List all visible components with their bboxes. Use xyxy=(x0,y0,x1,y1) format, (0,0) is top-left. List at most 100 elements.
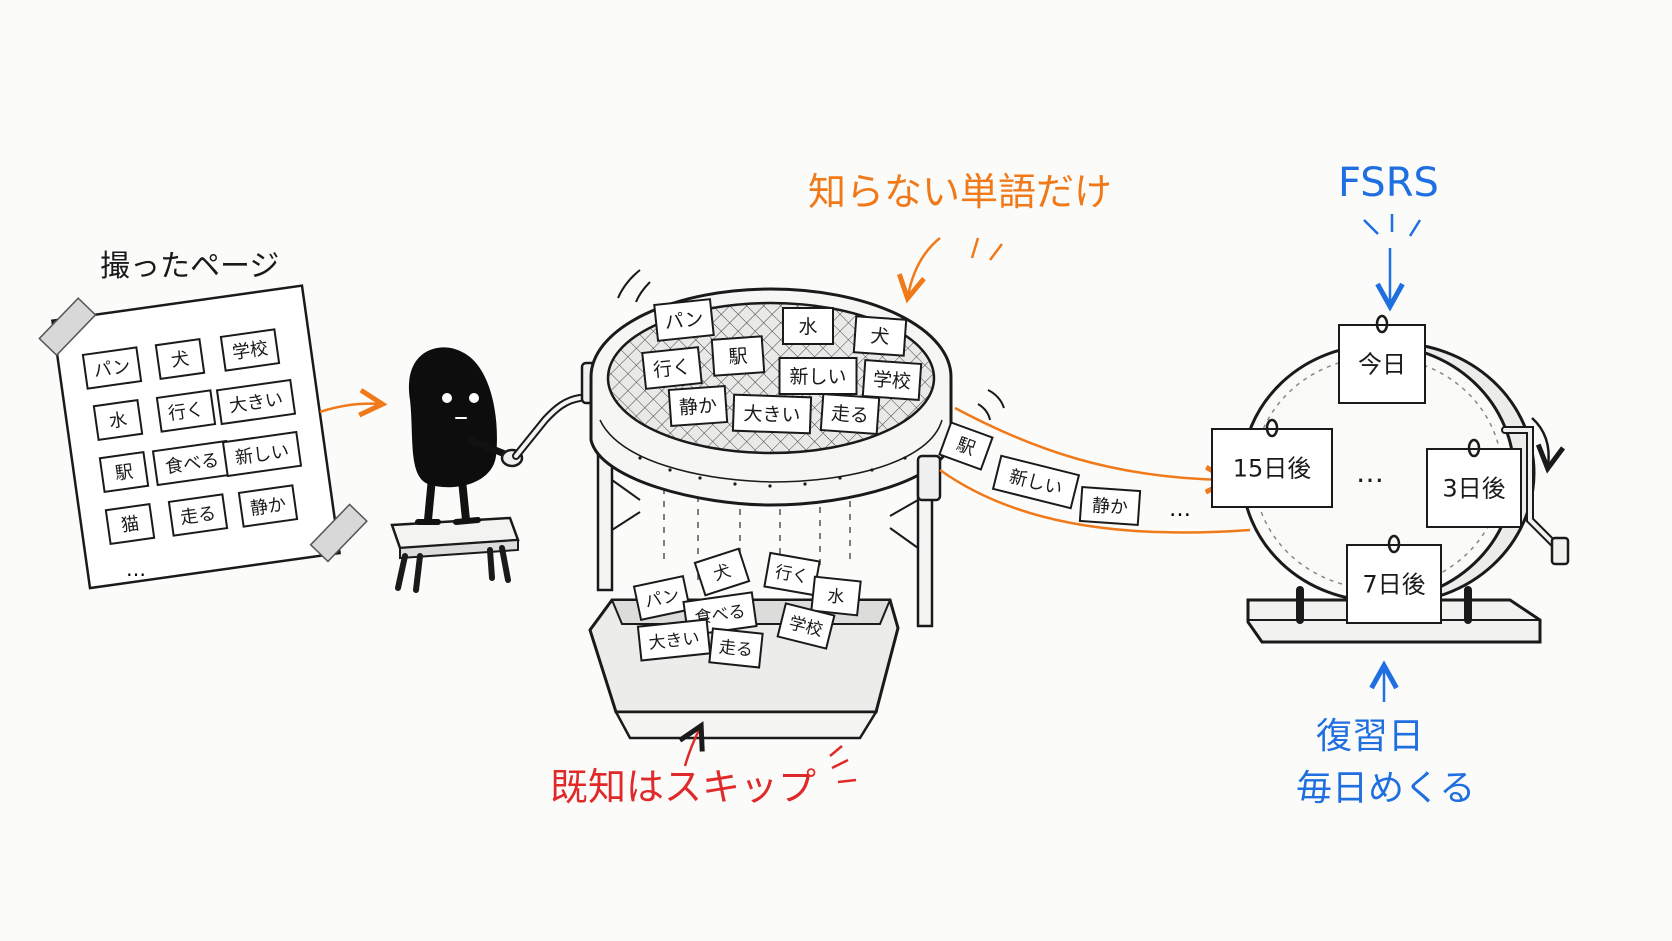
page-word-card-label: パン xyxy=(92,356,131,382)
page-calendar-icon xyxy=(1387,534,1401,554)
page-word-card-label: 駅 xyxy=(114,461,135,484)
page-word-card-label: 水 xyxy=(108,409,129,432)
character-body xyxy=(408,347,497,488)
page-word-card: 行く xyxy=(155,389,217,433)
tray-word-card: 行く xyxy=(763,551,821,597)
sieve-word-card: 水 xyxy=(782,307,834,345)
tape-bottom-right xyxy=(309,503,368,563)
stool xyxy=(390,516,520,593)
sieve-word-card-label: 水 xyxy=(798,316,817,338)
sieve-word-card-label: 学校 xyxy=(872,369,911,394)
sieve-word-card-label: 行く xyxy=(652,356,692,382)
page-word-card: パン xyxy=(81,346,143,390)
tape-top-left xyxy=(38,297,97,357)
arrow-page-to-character xyxy=(319,404,380,412)
rotation-arrow xyxy=(1531,417,1549,466)
wheel-card-top: 今日 xyxy=(1338,324,1426,404)
sieve-word-card: 行く xyxy=(641,346,703,390)
tray-word-card-label: 犬 xyxy=(711,561,733,585)
wheel-card-bottom-label: 7日後 xyxy=(1362,571,1425,599)
caption-flip-daily: 毎日めくる xyxy=(1296,768,1475,809)
wheel-card-right-label: 3日後 xyxy=(1442,475,1505,503)
page-word-card: 新しい xyxy=(221,430,303,478)
sieve-word-card: 静か xyxy=(667,385,729,427)
page-word-card-label: 静か xyxy=(249,494,288,520)
sieve-word-card-label: 静か xyxy=(678,395,717,420)
tray-word-card: 水 xyxy=(810,575,862,617)
page-word-ellipsis: … xyxy=(126,557,146,581)
tray-word-card: パン xyxy=(632,574,692,622)
sieve-word-card-label: 駅 xyxy=(728,345,749,368)
sieve-word-card: 新しい xyxy=(778,357,858,395)
sieve-machine: パン水犬駅行く新しい学校静か大きい走る xyxy=(580,269,1005,628)
page-word-card: 大きい xyxy=(215,378,297,426)
sieve-word-card-label: 大きい xyxy=(743,403,801,427)
tray-word-card: 学校 xyxy=(776,602,836,650)
wheel-center-ellipsis: … xyxy=(1356,456,1384,489)
caption-unknown-only: 知らない単語だけ xyxy=(808,170,1112,214)
rotating-wheel-icon: … 今日 3日後 7日後 15日後 xyxy=(1211,314,1570,644)
page-word-card-label: 学校 xyxy=(231,338,270,364)
tray-word-card-label: 走る xyxy=(718,637,754,660)
page-word-card-label: 行く xyxy=(167,399,206,425)
sieve-word-card: 駅 xyxy=(710,335,766,377)
sieve-word-card: 大きい xyxy=(731,393,813,435)
sieve-word-card: パン xyxy=(653,298,715,342)
sieve-word-card-label: 新しい xyxy=(789,366,846,388)
caption-skip-known: 既知はスキップ xyxy=(550,765,816,809)
page-word-card: 水 xyxy=(92,398,144,442)
page-calendar-icon xyxy=(1375,314,1389,334)
sieve-word-card-label: 犬 xyxy=(870,325,891,348)
page-word-card: 犬 xyxy=(154,337,206,381)
sieve-word-card: 走る xyxy=(819,393,881,435)
sieve-word-card-label: 走る xyxy=(830,403,869,428)
wheel-card-left: 15日後 xyxy=(1211,428,1333,508)
arrow-unknown-to-sieve xyxy=(908,237,941,296)
character-eye-left xyxy=(442,393,452,403)
belt-word-card-label: 静か xyxy=(1091,495,1128,518)
character-eye-right xyxy=(469,393,479,403)
page-word-grid: パン 犬 学校水 行く大きい駅食べる新しい猫走る 静か … xyxy=(81,328,303,581)
belt-word-card: 静か xyxy=(1078,485,1142,527)
belt-word-card: 駅 xyxy=(938,421,994,471)
page-word-card: 走る xyxy=(167,493,229,537)
wheel-calendar-cards: 今日 3日後 7日後 15日後 xyxy=(1211,314,1522,624)
page-calendar-icon xyxy=(1265,418,1279,438)
page-word-card: 静か xyxy=(237,484,299,528)
sieve-word-card: 学校 xyxy=(861,359,923,401)
tray-word-cards: 犬行くパン水食べる学校大きい走る xyxy=(632,547,862,669)
belt-word-cards: 駅新しい静か … xyxy=(938,421,1191,527)
caption-fsrs: FSRS xyxy=(1338,160,1439,206)
wheel-card-top-label: 今日 xyxy=(1358,351,1406,379)
character-on-stool xyxy=(390,347,584,593)
sieve-word-card: 犬 xyxy=(852,315,908,357)
tray-icon: 犬行くパン水食べる学校大きい走る xyxy=(588,547,900,740)
wheel-card-bottom: 7日後 xyxy=(1346,544,1442,624)
wheel-card-right: 3日後 xyxy=(1426,448,1522,528)
page-word-card: 駅 xyxy=(98,450,150,494)
belt-word-ellipsis: … xyxy=(1169,497,1191,522)
crank-icon[interactable] xyxy=(500,394,584,468)
caption-review-day: 復習日 xyxy=(1316,716,1424,757)
photo-page-sheet xyxy=(38,284,368,590)
page-word-card-label: 犬 xyxy=(170,348,191,371)
tray-word-card: 走る xyxy=(708,627,764,669)
conveyor-belt: 駅新しい静か … xyxy=(938,406,1251,534)
page-word-card: 猫 xyxy=(104,502,156,546)
sieve-word-card-label: パン xyxy=(664,308,705,334)
page-word-card-label: 走る xyxy=(179,503,218,529)
belt-word-card: 新しい xyxy=(991,454,1081,510)
tray-word-card-label: 水 xyxy=(826,586,845,608)
tray-word-card: 大きい xyxy=(636,618,712,662)
wheel-card-left-label: 15日後 xyxy=(1233,455,1312,483)
page-word-card: 食べる xyxy=(151,439,233,487)
arrow-skip-to-tray xyxy=(685,728,700,767)
tray-word-card: 犬 xyxy=(693,547,751,597)
page-word-card: 学校 xyxy=(219,328,281,372)
photo-page-caption: 撮ったページ xyxy=(100,249,279,284)
photo-page-group: 撮ったページ パン 犬 学校水 行く大きい駅食べる新しい猫走る 静か … xyxy=(38,249,368,590)
page-calendar-icon xyxy=(1467,438,1481,458)
